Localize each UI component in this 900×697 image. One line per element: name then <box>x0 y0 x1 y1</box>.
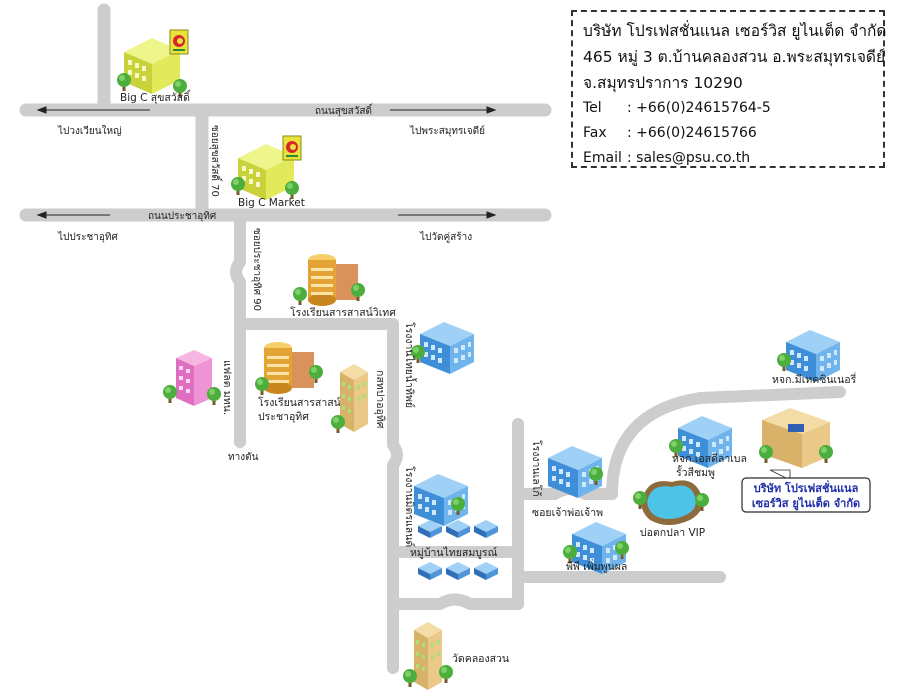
company-name: บริษัท โปรเฟสชั่นแนล เซอร์วิส ยูไนเต็ด จ… <box>583 22 887 40</box>
email-row: Email : sales@psu.co.th <box>583 146 873 171</box>
label-phiphi: พีพี เพิ่มพูนผล <box>566 559 627 573</box>
label-to-wongwian-yai: ไปวงเวียนใหญ่ <box>57 125 122 137</box>
label-suksawat: ถนนสุขสวัสดิ์ <box>315 103 374 117</box>
road-curve-east <box>606 386 846 500</box>
tel-value: : +66(0)24615764-5 <box>627 100 771 116</box>
label-to-pracha-uthit: ไปประชาอุทิศ <box>57 231 118 243</box>
label-factory-3: โรงงานมิตรแลนด์ <box>403 466 416 547</box>
direction-arrows <box>36 106 497 219</box>
label-sarasas-1: โรงเรียนสารสาสน์ <box>258 396 341 409</box>
tel-label: Tel <box>583 100 602 116</box>
email-value[interactable]: : sales@psu.co.th <box>627 150 751 166</box>
label-thang-tan: ทางตัน <box>228 452 259 463</box>
label-soi-70: ซอยสุขสวัสดิ์ 70 <box>209 125 223 197</box>
label-bigc-market: Big C Market <box>238 197 305 209</box>
big-c-logo-icon <box>169 29 189 55</box>
tel-row: Tel : +66(0)24615764-5 <box>583 96 873 121</box>
label-es-di-1: หจก.เอสดีลาเบล <box>672 452 747 465</box>
email-label: Email <box>583 150 622 166</box>
landmark-sarasas-pracha-uthit: โรงเรียนสารสาสน์ ประชาอุทิศ <box>255 342 341 423</box>
label-factory-1: โรงงานไทยน้ำทิพย์ <box>403 322 417 408</box>
landmark-flat: แฟลต มทน. <box>163 350 233 415</box>
road-network <box>19 3 846 674</box>
fax-label: Fax <box>583 125 607 141</box>
label-wat-khlong-suan: วัดคลองสวน <box>452 653 509 665</box>
label-sarasas-2: ประชาอุทิศ <box>258 411 309 423</box>
tree-icon <box>117 73 131 91</box>
label-chemical-co: หจก.มีเทคซินเนอรี่ <box>772 372 857 386</box>
landmark-bigc-market: Big C Market <box>231 135 305 209</box>
fax-row: Fax : +66(0)24615766 <box>583 121 873 146</box>
landmark-bigc-suksawat: Big C สุขสวัสดิ์ <box>117 29 192 104</box>
label-pond: บ่อตกปลา VIP <box>640 527 705 539</box>
label-village: หมู่บ้านไทยสมบูรณ์ <box>410 546 498 559</box>
landmark-factory-4: โรงงานเลโก้ <box>530 440 603 498</box>
fax-value: : +66(0)24615766 <box>627 125 757 141</box>
big-c-logo-icon <box>282 135 302 161</box>
label-company-2: เซอร์วิส ยูไนเต็ด จำกัด <box>752 496 860 511</box>
landmark-chemical-co: หจก.มีเทคซินเนอรี่ <box>772 330 857 386</box>
road-soi-90 <box>230 209 246 448</box>
landmark-tower-1: กสทปาออุทิศ <box>331 364 386 433</box>
landmark-pond: บ่อตกปลา VIP <box>633 480 709 539</box>
label-soi-90: ซอยประชาอุทิศ 90 <box>251 228 262 311</box>
label-flat: แฟลต มทน. <box>221 360 233 415</box>
label-company-1: บริษัท โปรเฟสชั่นแนล <box>754 480 859 495</box>
landmark-factory-3: โรงงานมิตรแลนด์ <box>403 466 468 547</box>
company-info-box: บริษัท โปรเฟสชั่นแนล เซอร์วิส ยูไนเต็ด จ… <box>571 10 887 171</box>
landmark-factory-1: โรงงานไทยน้ำทิพย์ <box>403 322 474 408</box>
label-to-wat-khu-sang: ไปวัดคู่สร้าง <box>419 231 472 243</box>
label-soi-chao-pho: ซอยเจ้าพ่อเจ้าพ <box>532 507 603 519</box>
road-south-loop <box>387 593 524 610</box>
company-address-1: 465 หมู่ 3 ต.บ้านคลองสวน อ.พระสมุทรเจดีย… <box>583 48 886 66</box>
landmark-wat-khlong-suan: วัดคลองสวน <box>403 622 509 690</box>
road-main-south <box>387 318 403 674</box>
landmark-es-di-label: หจก.เอสดีลาเบล รั้วสีชมพู <box>669 416 747 479</box>
label-sarasas-wiwet: โรงเรียนสารสาสน์วิเทศ <box>290 306 396 319</box>
label-factory-2: กสทปาออุทิศ <box>374 370 386 429</box>
label-es-di-2: รั้วสีชมพู <box>676 465 715 479</box>
label-bigc-suksawat: Big C สุขสวัสดิ์ <box>120 89 192 104</box>
label-pracha-uthit: ถนนประชาอุทิศ <box>148 211 217 222</box>
label-to-phra-samut-chedi: ไปพระสมุทรเจดีย์ <box>409 125 485 137</box>
company-address-2: จ.สมุทรปราการ 10290 <box>583 74 743 92</box>
company-callout <box>741 477 871 513</box>
label-factory-4: โรงงานเลโก้ <box>530 440 543 497</box>
landmark-phiphi: พีพี เพิ่มพูนผล <box>563 522 629 574</box>
landmark-company: บริษัท โปรเฟสชั่นแนล เซอร์วิส ยูไนเต็ด จ… <box>741 408 871 513</box>
landmark-sarasas-wiwet: โรงเรียนสารสาสน์วิเทศ <box>290 254 396 319</box>
landmark-village: หมู่บ้านไทยสมบูรณ์ <box>410 520 498 580</box>
